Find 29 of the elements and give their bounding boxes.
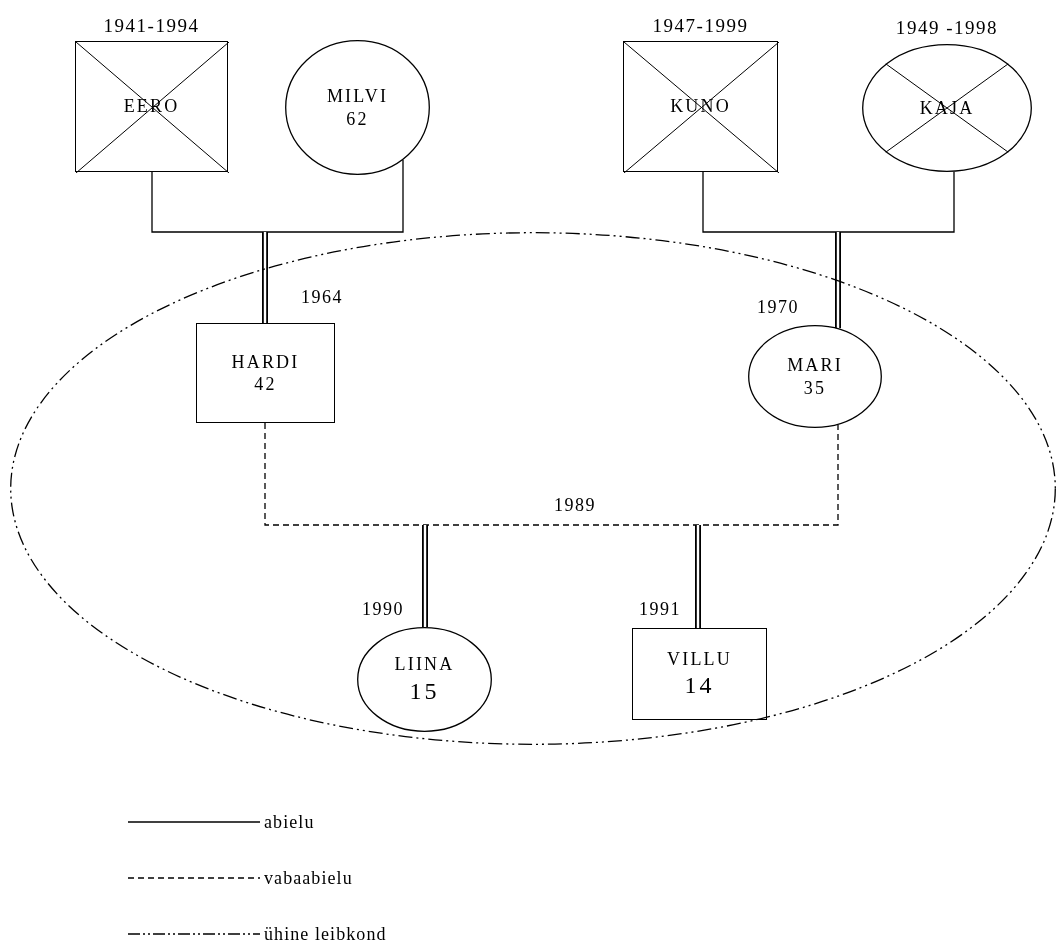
- age-label: 15: [409, 676, 440, 706]
- double-line: [262, 232, 268, 323]
- person-box: [632, 628, 767, 720]
- person-box: [196, 323, 335, 423]
- legend-label: abielu: [264, 810, 315, 834]
- age-label: 42: [254, 373, 277, 396]
- dashed-line: [264, 422, 839, 526]
- line: [702, 171, 955, 233]
- age-label: 62: [346, 107, 369, 130]
- name-label: VILLU: [667, 647, 732, 671]
- name-label: LIINA: [394, 653, 455, 676]
- person-ellipse: [748, 325, 882, 428]
- legend-label: vabaabielu: [264, 866, 353, 890]
- age-label: 35: [803, 376, 827, 399]
- double-line: [835, 232, 841, 329]
- household-ellipse: [10, 232, 1056, 745]
- double-line: [422, 525, 428, 627]
- life-years: 1941-1994: [103, 14, 200, 38]
- age-label: 14: [684, 671, 715, 701]
- person-ellipse: [357, 627, 492, 732]
- double-line: [695, 525, 701, 628]
- name-label: HARDI: [231, 350, 300, 373]
- name-label: MILVI: [326, 85, 389, 108]
- legend-label: ühine leibkond: [264, 922, 387, 946]
- name-label: MARI: [787, 354, 843, 377]
- life-years: 1947-1999: [652, 14, 749, 38]
- person-ellipse: [285, 40, 430, 175]
- line: [151, 159, 404, 233]
- life-years: 1949 -1998: [895, 16, 999, 40]
